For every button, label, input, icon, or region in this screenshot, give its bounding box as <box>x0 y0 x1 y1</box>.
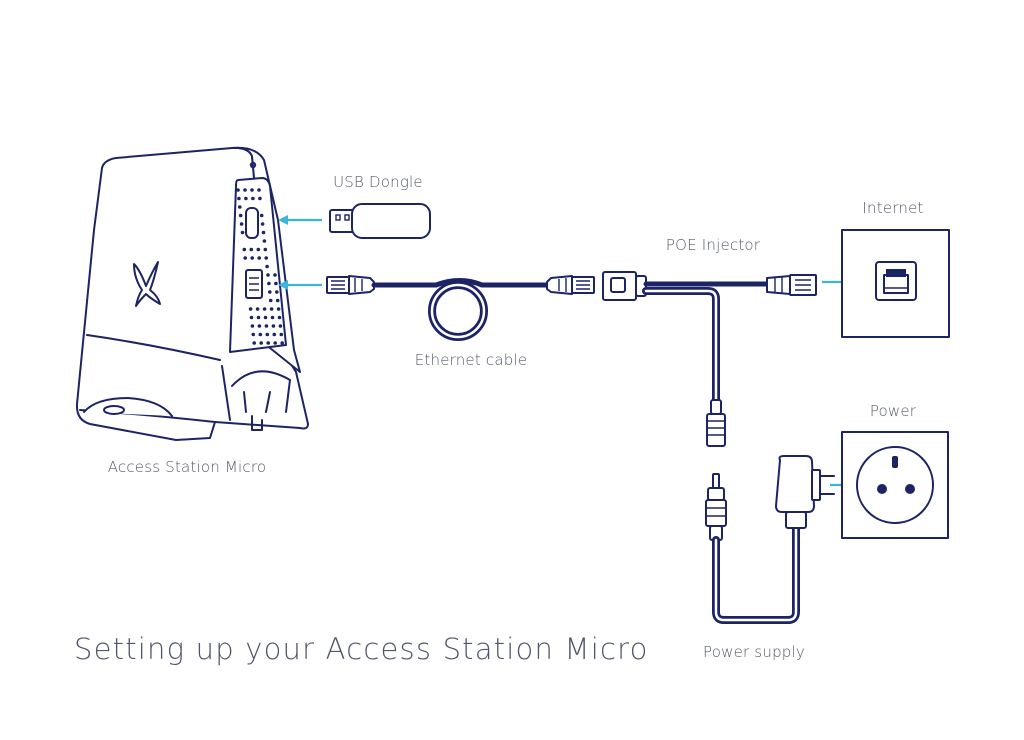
vent-dot <box>279 332 284 337</box>
vent-dot <box>238 213 243 218</box>
vent-dot <box>268 290 272 294</box>
vent-dot <box>236 188 240 192</box>
internet-wall-socket-icon <box>841 229 950 338</box>
vent-dot <box>280 341 285 345</box>
vent-dot <box>264 256 269 260</box>
vent-dot <box>249 315 254 320</box>
vent-dot <box>273 341 278 345</box>
vent-dot <box>252 341 256 345</box>
vent-dot <box>243 188 247 192</box>
vent-dot <box>249 247 254 252</box>
vent-dot <box>266 341 271 345</box>
vent-dot <box>272 332 277 337</box>
vent-dot <box>242 247 247 252</box>
vent-dot <box>265 332 270 337</box>
vent-dot <box>261 230 266 235</box>
ethernet-connector-icon <box>546 275 595 295</box>
label-power-supply: Power supply <box>703 643 805 661</box>
access-station-device <box>75 146 309 441</box>
vent-dot <box>265 264 269 269</box>
vent-dot <box>251 196 255 201</box>
vent-dot <box>258 332 263 337</box>
ethernet-arrow <box>278 280 322 290</box>
vent-dot <box>256 247 261 252</box>
power-supply-cable <box>705 399 800 624</box>
vent-dot <box>248 307 253 311</box>
vent-dot <box>258 196 262 201</box>
vent-dot <box>237 196 241 201</box>
vent-dot <box>256 315 261 320</box>
power-outlet-icon <box>841 431 949 539</box>
ethernet-cable <box>326 275 595 341</box>
vent-dot <box>250 188 254 192</box>
usb-arrow <box>278 215 322 225</box>
vent-dot <box>278 324 283 328</box>
brand-logo-icon <box>133 261 161 307</box>
vent-dot <box>270 315 275 320</box>
poe-injector-icon <box>602 271 769 404</box>
label-ethernet-cable: Ethernet cable <box>414 351 528 369</box>
vent-dot <box>273 273 277 277</box>
usb-dongle-icon <box>329 203 431 239</box>
vent-dot <box>262 239 267 243</box>
vent-dot <box>257 256 262 260</box>
ethernet-connector-icon <box>326 275 375 295</box>
vent-dot <box>275 290 279 294</box>
vent-dot <box>275 298 280 303</box>
vent-dot <box>244 196 248 201</box>
vent-dot <box>250 324 255 328</box>
vent-dot <box>263 315 268 320</box>
label-access-station: Access Station Micro <box>107 458 267 476</box>
vent-dot <box>277 315 282 320</box>
vent-dot <box>274 281 278 286</box>
vent-dot <box>266 273 270 277</box>
vent-dot <box>238 205 242 209</box>
vent-dot <box>264 324 269 328</box>
label-usb-dongle: USB Dongle <box>333 173 423 191</box>
ethernet-connector-icon <box>766 274 817 296</box>
vent-dot <box>267 281 271 286</box>
vent-dot <box>251 332 256 337</box>
vent-dot <box>276 307 281 311</box>
page-title: Setting up your Access Station Micro <box>74 632 649 666</box>
vent-dot <box>259 341 264 345</box>
vent-dot <box>257 188 261 192</box>
vent-dot <box>262 307 267 311</box>
vent-dot <box>260 222 265 226</box>
vent-dot <box>250 256 254 260</box>
vent-dot <box>239 222 244 226</box>
vent-dot <box>269 307 274 311</box>
power-adapter-icon <box>775 455 835 529</box>
vent-dot <box>257 324 262 328</box>
vent-dot <box>243 256 247 260</box>
vent-dot <box>255 307 260 311</box>
label-internet: Internet <box>862 199 924 217</box>
vent-dot <box>263 247 268 252</box>
label-poe-injector: POE Injector <box>665 236 761 254</box>
vent-dot <box>268 298 273 303</box>
vent-dot <box>271 324 276 328</box>
vent-dots <box>236 188 285 345</box>
vent-dot <box>240 230 245 235</box>
label-power: Power <box>869 402 917 420</box>
vent-dot <box>259 213 264 218</box>
